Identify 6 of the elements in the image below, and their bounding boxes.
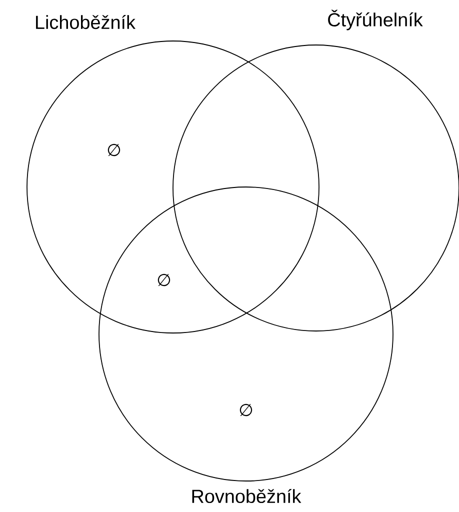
- empty-set-symbol: ∅: [240, 404, 252, 416]
- empty-set-symbol: ∅: [158, 274, 170, 286]
- set-label: Rovnoběžník: [192, 488, 302, 504]
- empty-set-symbol: ∅: [108, 144, 120, 156]
- set-label: Čtyřúhelník: [328, 10, 423, 30]
- set-label: Lichoběžník: [36, 14, 136, 30]
